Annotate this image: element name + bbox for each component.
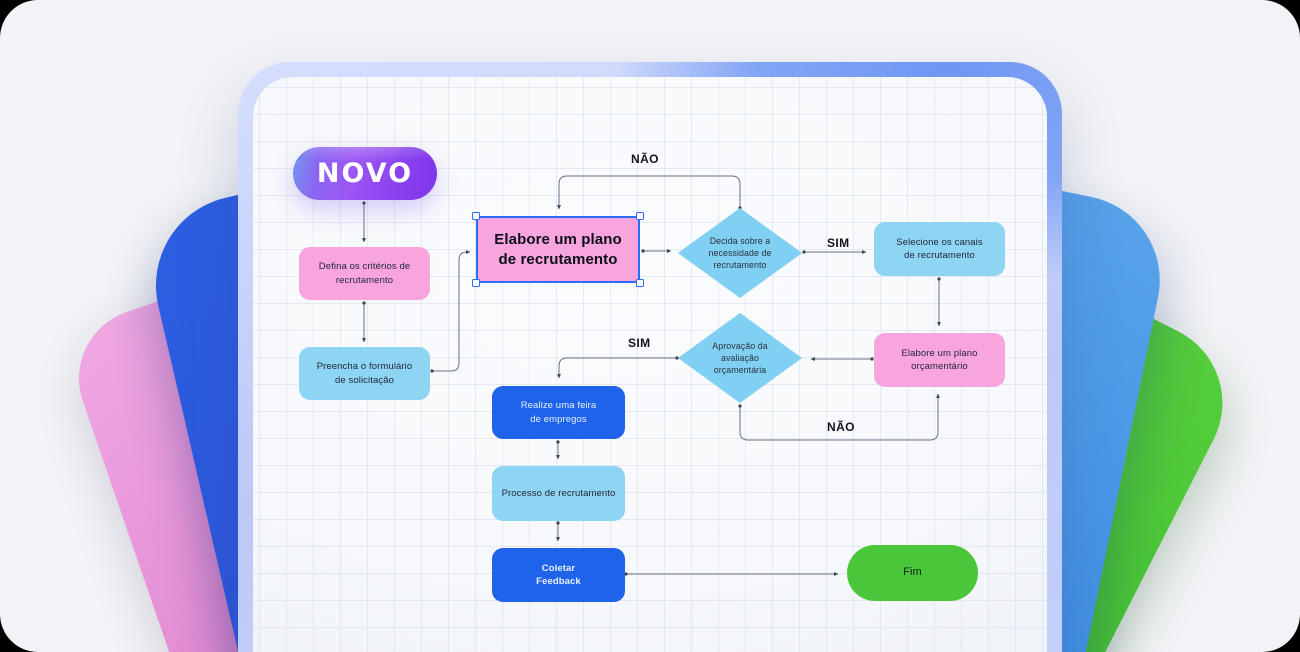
node-elabore-plano-orcamentario[interactable]: Elabore um plano orçamentário — [874, 333, 1005, 387]
node-coletar-feedback[interactable]: Coletar Feedback — [492, 548, 625, 602]
node-realize-feira[interactable]: Realize uma feira de empregos — [492, 386, 625, 439]
node-selecione-canais[interactable]: Selecione os canais de recrutamento — [874, 222, 1005, 276]
novo-badge: NOVO — [293, 147, 437, 200]
node-preencha-formulario[interactable]: Preencha o formulário de solicitação — [299, 347, 430, 400]
node-fim[interactable]: Fim — [847, 545, 978, 601]
node-defina-criterios[interactable]: Defina os critérios de recrutamento — [299, 247, 430, 300]
selection-handle-bottom-left[interactable] — [472, 279, 480, 287]
node-processo-recrutamento[interactable]: Processo de recrutamento — [492, 466, 625, 521]
selection-handle-top-right[interactable] — [636, 212, 644, 220]
selection-handle-bottom-right[interactable] — [636, 279, 644, 287]
node-decida-necessidade[interactable]: Decida sobre a necessidade de recrutamen… — [678, 208, 802, 298]
edge-label-sim-right: SIM — [827, 236, 850, 250]
edge-label-nao-bottom: NÃO — [827, 420, 855, 434]
node-aprovacao-avaliacao[interactable]: Aprovação da avaliação orçamentária — [678, 313, 802, 403]
edge-label-sim-left: SIM — [628, 336, 651, 350]
node-elabore-plano-recrutamento[interactable]: Elabore um plano de recrutamento — [476, 216, 640, 283]
selection-handle-top-left[interactable] — [472, 212, 480, 220]
edge-label-nao-top: NÃO — [631, 152, 659, 166]
